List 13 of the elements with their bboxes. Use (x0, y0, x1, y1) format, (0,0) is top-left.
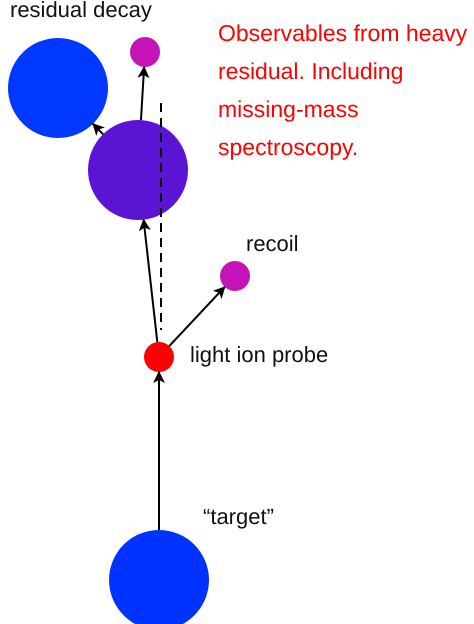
recoil-particle-circle (220, 261, 250, 291)
arrow (137, 66, 150, 120)
arrow (138, 218, 158, 342)
arrow (168, 286, 226, 347)
particle-label: residual decay (10, 0, 152, 22)
particle-label: recoil (246, 232, 299, 256)
arrow (153, 371, 165, 530)
decay-particle-circle (130, 37, 160, 67)
arrow (92, 123, 105, 136)
annotation-note: Observables from heavy residual. Including missing-mass spectroscopy. (218, 19, 468, 162)
light-ion-probe-circle (144, 342, 174, 372)
particle-label: “target” (203, 505, 274, 530)
particle-label: light ion probe (190, 343, 328, 368)
